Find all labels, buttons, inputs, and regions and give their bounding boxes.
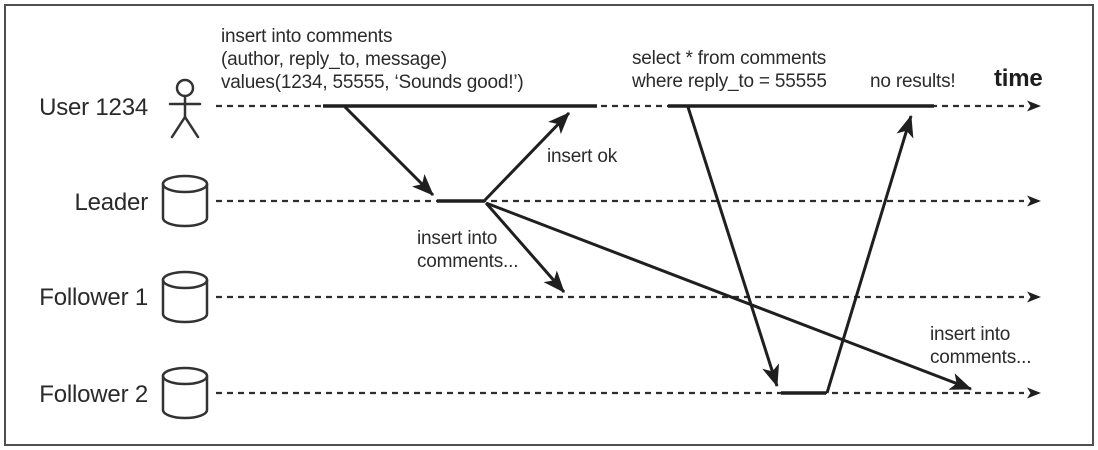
- insert-request-arrow: [343, 105, 435, 197]
- insert-query-line1: insert into comments: [221, 26, 393, 47]
- select-query-annotation: select * from comments where reply_to = …: [632, 47, 827, 93]
- leader-database-icon: [161, 174, 209, 228]
- no-results-reply-arrow: [825, 114, 914, 394]
- follower1-database-icon: [161, 270, 209, 324]
- replicate-follower1-line2: comments...: [417, 251, 519, 272]
- select-query-line2: where reply_to = 55555: [632, 71, 827, 92]
- row-label-leader: Leader: [74, 189, 148, 216]
- insert-query-annotation: insert into comments (author, reply_to, …: [221, 25, 524, 94]
- leader-timeline: [216, 195, 1041, 207]
- replicate-follower1-annotation: insert into comments...: [417, 227, 518, 273]
- replicate-follower2-line1: insert into: [930, 324, 1011, 345]
- insert-query-line3: values(1234, 55555, ‘Sounds good!’): [221, 72, 524, 93]
- time-axis-label: time: [994, 65, 1043, 92]
- person-icon: [168, 78, 202, 139]
- select-request-arrow: [686, 106, 780, 388]
- follower2-database-icon: [161, 366, 209, 420]
- no-results-annotation: no results!: [870, 71, 956, 92]
- row-label-user: User 1234: [39, 94, 148, 121]
- insert-query-line2: (author, reply_to, message): [221, 49, 447, 70]
- replicate-follower1-line1: insert into: [417, 228, 498, 249]
- replicate-follower2-line2: comments...: [930, 347, 1032, 368]
- follower2-timeline: [216, 387, 1041, 399]
- replicate-to-follower2-arrow: [485, 201, 973, 391]
- replicate-to-follower1-arrow: [484, 202, 566, 293]
- follower1-timeline: [216, 291, 1041, 303]
- row-label-follower1: Follower 1: [39, 284, 148, 311]
- row-label-follower2: Follower 2: [39, 381, 148, 408]
- insert-ok-arrow: [483, 111, 571, 202]
- replicate-follower2-annotation: insert into comments...: [930, 323, 1031, 369]
- select-query-line1: select * from comments: [632, 48, 827, 69]
- insert-ok-annotation: insert ok: [547, 146, 618, 167]
